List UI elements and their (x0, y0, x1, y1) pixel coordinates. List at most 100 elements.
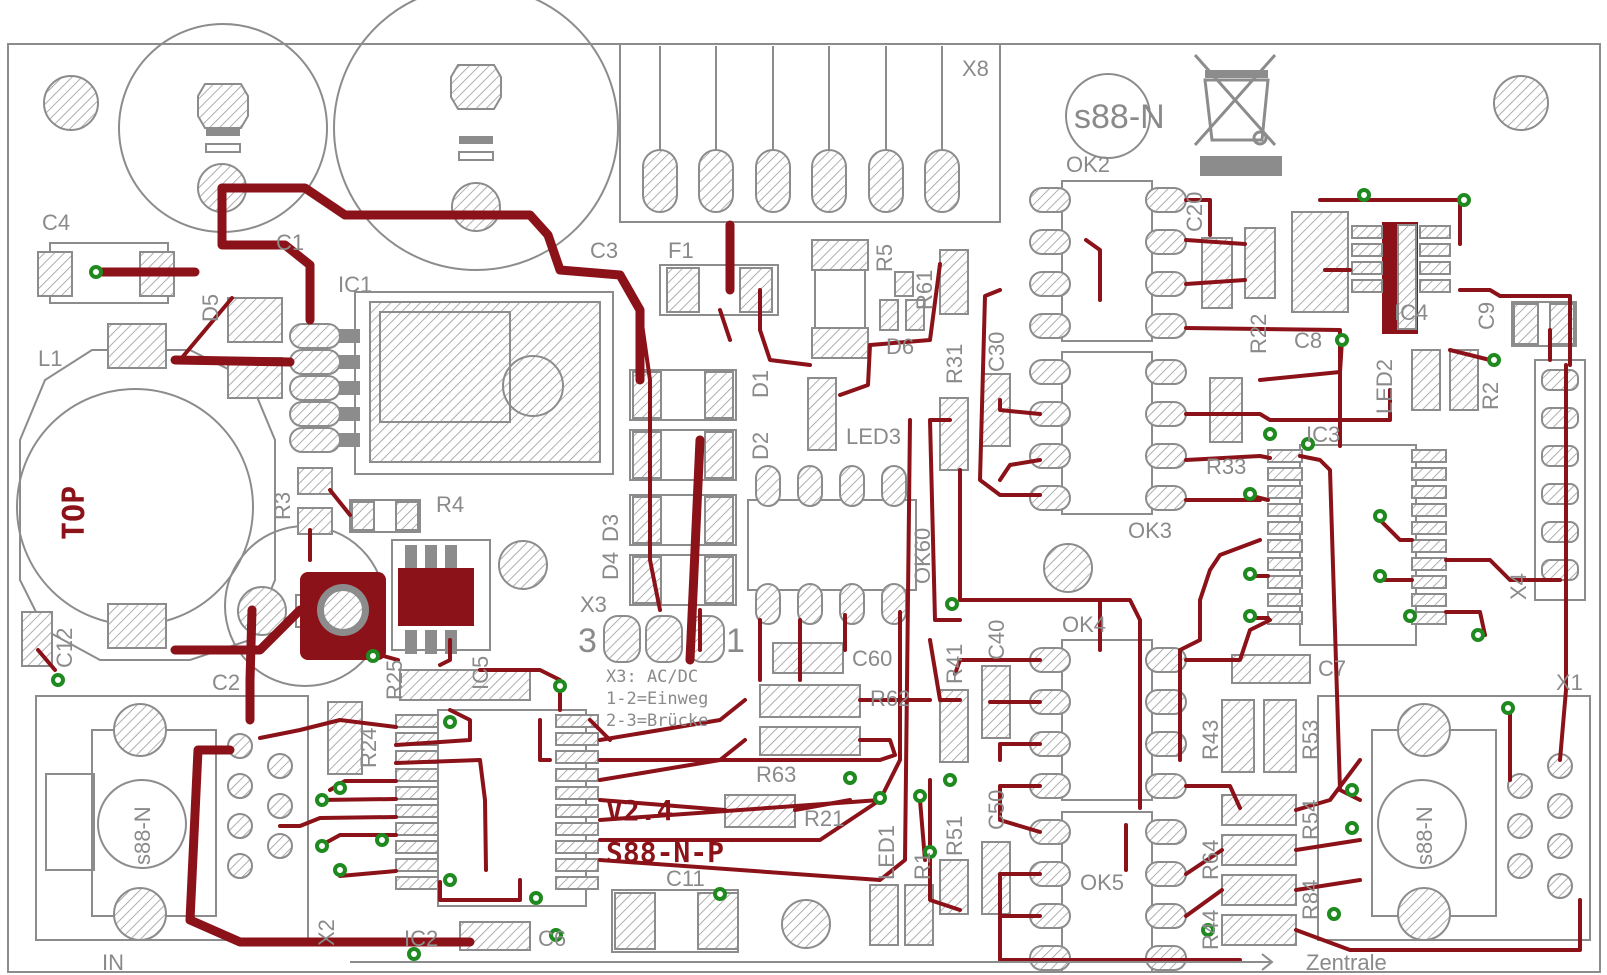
label-c7: C7 (1318, 656, 1346, 681)
optocoupler-ok4 (1029, 639, 1187, 801)
jumper-pin-3: 3 (578, 622, 597, 660)
label-d2: D2 (748, 432, 773, 460)
label-r31: R31 (942, 344, 967, 384)
label-ic1: IC1 (338, 272, 372, 297)
label-r51: R51 (942, 816, 967, 856)
label-r53: R53 (1298, 720, 1323, 760)
label-r84: R84 (1298, 880, 1323, 920)
jumper-pin-1: 1 (726, 622, 745, 660)
label-d3: D3 (598, 514, 623, 542)
connector-x2-in (35, 695, 309, 941)
label-x2: X2 (314, 919, 339, 946)
version-label: V2.4 (606, 794, 673, 827)
label-r44: R44 (1198, 910, 1223, 950)
label-r2: R2 (1478, 382, 1503, 410)
label-c11: C11 (666, 866, 705, 891)
label-r54: R54 (1298, 800, 1323, 840)
label-c9: C9 (1474, 302, 1499, 330)
ic3 (1267, 444, 1447, 646)
label-r1: R1 (910, 852, 935, 880)
jumper-x3 (603, 615, 725, 663)
label-led2: LED2 (1372, 359, 1397, 414)
label-d6: D6 (886, 334, 914, 359)
label-c40: C40 (984, 620, 1009, 660)
connector-x1-out (1317, 695, 1591, 941)
ic1 (289, 291, 614, 475)
label-r64: R64 (1198, 840, 1223, 880)
mounting-holes (43, 75, 1549, 949)
connector-x8 (619, 43, 1001, 223)
label-ok5: OK5 (1080, 870, 1124, 895)
label-d4: D4 (598, 552, 623, 580)
label-l1: L1 (38, 346, 62, 371)
out-label: Zentrale (1306, 950, 1387, 975)
ic2 (395, 709, 599, 907)
top-marker: TOP (57, 486, 92, 540)
label-ic3: IC3 (1306, 422, 1340, 447)
jumper-note-2: 1-2=Einweg (606, 689, 708, 709)
label-ok4: OK4 (1062, 612, 1106, 637)
label-c60: C60 (852, 646, 892, 671)
label-ic2: IC2 (404, 926, 438, 951)
crossed-bin-icon (1193, 54, 1282, 176)
label-r5: R5 (872, 244, 897, 272)
optocoupler-ok60 (747, 465, 917, 625)
label-ok3: OK3 (1128, 518, 1172, 543)
label-x3: X3 (580, 592, 607, 617)
label-c2: C2 (212, 670, 240, 695)
label-r24: R24 (356, 728, 381, 768)
label-c12: C12 (52, 628, 77, 668)
label-r22: R22 (1246, 314, 1271, 354)
optocoupler-ok2 (1029, 180, 1187, 342)
resistor-r5 (811, 239, 869, 359)
label-ic5: IC5 (468, 656, 493, 690)
label-led1: LED1 (874, 825, 899, 880)
label-c1: C1 (276, 230, 304, 255)
optocoupler-ok3 (1029, 351, 1187, 515)
logo-circle (1065, 73, 1151, 159)
copper-traces (36, 183, 1582, 962)
label-c50: C50 (984, 790, 1009, 830)
diode-d6 (879, 271, 925, 331)
label-ic4: IC4 (1394, 300, 1428, 325)
rj45-logo-in: s88-N (130, 806, 155, 865)
label-c8: C8 (1294, 328, 1322, 353)
product-label: S88-N-P (606, 836, 724, 869)
vias (51, 188, 1515, 961)
rj45-logo-out: s88-N (1412, 806, 1437, 865)
label-c6: C6 (538, 926, 566, 951)
capacitor-c3 (333, 0, 619, 271)
connector-x4 (1534, 359, 1586, 601)
label-r43: R43 (1198, 720, 1223, 760)
label-r3: R3 (270, 492, 295, 520)
label-x8: X8 (962, 56, 989, 81)
in-label: IN (102, 950, 124, 975)
label-r61: R61 (912, 270, 937, 310)
label-r62: R62 (870, 686, 910, 711)
label-d5: D5 (198, 294, 223, 322)
label-ok60: OK60 (910, 528, 935, 584)
label-led3: LED3 (846, 424, 901, 449)
label-c20: C20 (1182, 192, 1207, 232)
label-d1: D1 (748, 370, 773, 398)
jumper-note-3: 2-3=Brücke (606, 711, 708, 731)
label-c4: C4 (42, 210, 70, 235)
jumper-note-1: X3: AC/DC (606, 667, 698, 687)
label-f1: F1 (668, 238, 694, 263)
board-logo: s88-N (1074, 98, 1165, 136)
label-c3: C3 (590, 238, 618, 263)
label-c30: C30 (984, 332, 1009, 372)
fuse-f1 (659, 264, 779, 316)
copper-pours (300, 222, 1418, 660)
flow-arrow-head (1261, 953, 1274, 971)
label-r21: R21 (804, 806, 844, 831)
label-r33: R33 (1206, 454, 1246, 479)
label-x1: X1 (1556, 670, 1583, 695)
label-ok2: OK2 (1066, 152, 1110, 177)
label-r41: R41 (942, 644, 967, 684)
label-r63: R63 (756, 762, 796, 787)
optocoupler-ok5 (1029, 811, 1187, 973)
label-r25: R25 (382, 660, 407, 700)
label-r4: R4 (436, 492, 464, 517)
